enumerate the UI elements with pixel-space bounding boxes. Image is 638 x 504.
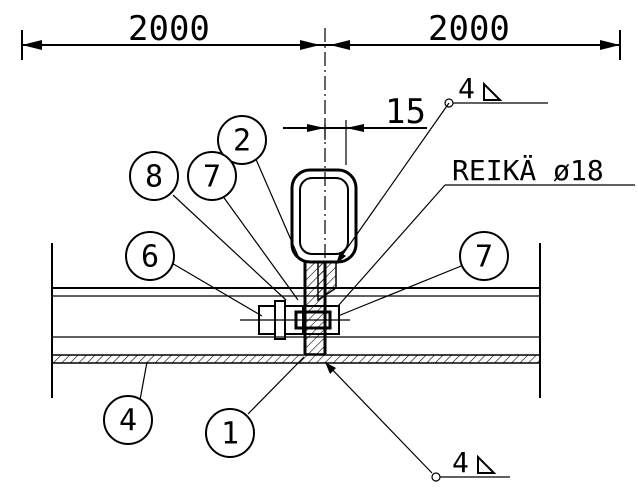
callout-8: 8 <box>129 151 179 201</box>
weld-size-bottom: 4 <box>452 446 469 479</box>
gap-dimension <box>283 120 427 165</box>
dimension-lines <box>21 30 621 60</box>
arrow-right-icon <box>600 40 620 50</box>
weld-symbol-bottom <box>324 361 510 482</box>
dimension-gap: 15 <box>385 92 426 132</box>
beam-section <box>51 243 541 398</box>
callout-2: 2 <box>217 115 267 165</box>
callout-7-left: 7 <box>187 151 237 201</box>
arrow-left-icon <box>22 40 42 50</box>
callout-4-label: 4 <box>119 404 137 439</box>
callout-1: 1 <box>205 408 255 458</box>
hole-note: REIKÄ ø18 <box>452 154 604 187</box>
arrow-center-left-icon <box>300 40 320 50</box>
callout-7-right: 7 <box>459 231 509 281</box>
connection-plate <box>303 261 337 355</box>
arrow-center-right-icon <box>330 40 350 50</box>
callout-6-label: 6 <box>141 240 159 275</box>
callout-4: 4 <box>103 395 153 445</box>
callout-8-label: 8 <box>145 160 163 195</box>
fillet-weld-icon <box>483 81 503 101</box>
callout-1-label: 1 <box>221 417 239 452</box>
dimension-left: 2000 <box>128 9 210 49</box>
callout-2-label: 2 <box>233 124 251 159</box>
dimension-right: 2000 <box>428 9 510 49</box>
rectangular-tube <box>290 168 358 264</box>
callout-leaders <box>139 156 477 415</box>
bolt-assembly <box>240 300 350 340</box>
fillet-weld-icon <box>477 454 497 474</box>
callout-7-right-label: 7 <box>475 240 493 275</box>
weld-size-top: 4 <box>458 72 475 105</box>
hole-note-leader <box>337 184 635 307</box>
callout-6: 6 <box>125 231 175 281</box>
callout-7-left-label: 7 <box>203 160 221 195</box>
